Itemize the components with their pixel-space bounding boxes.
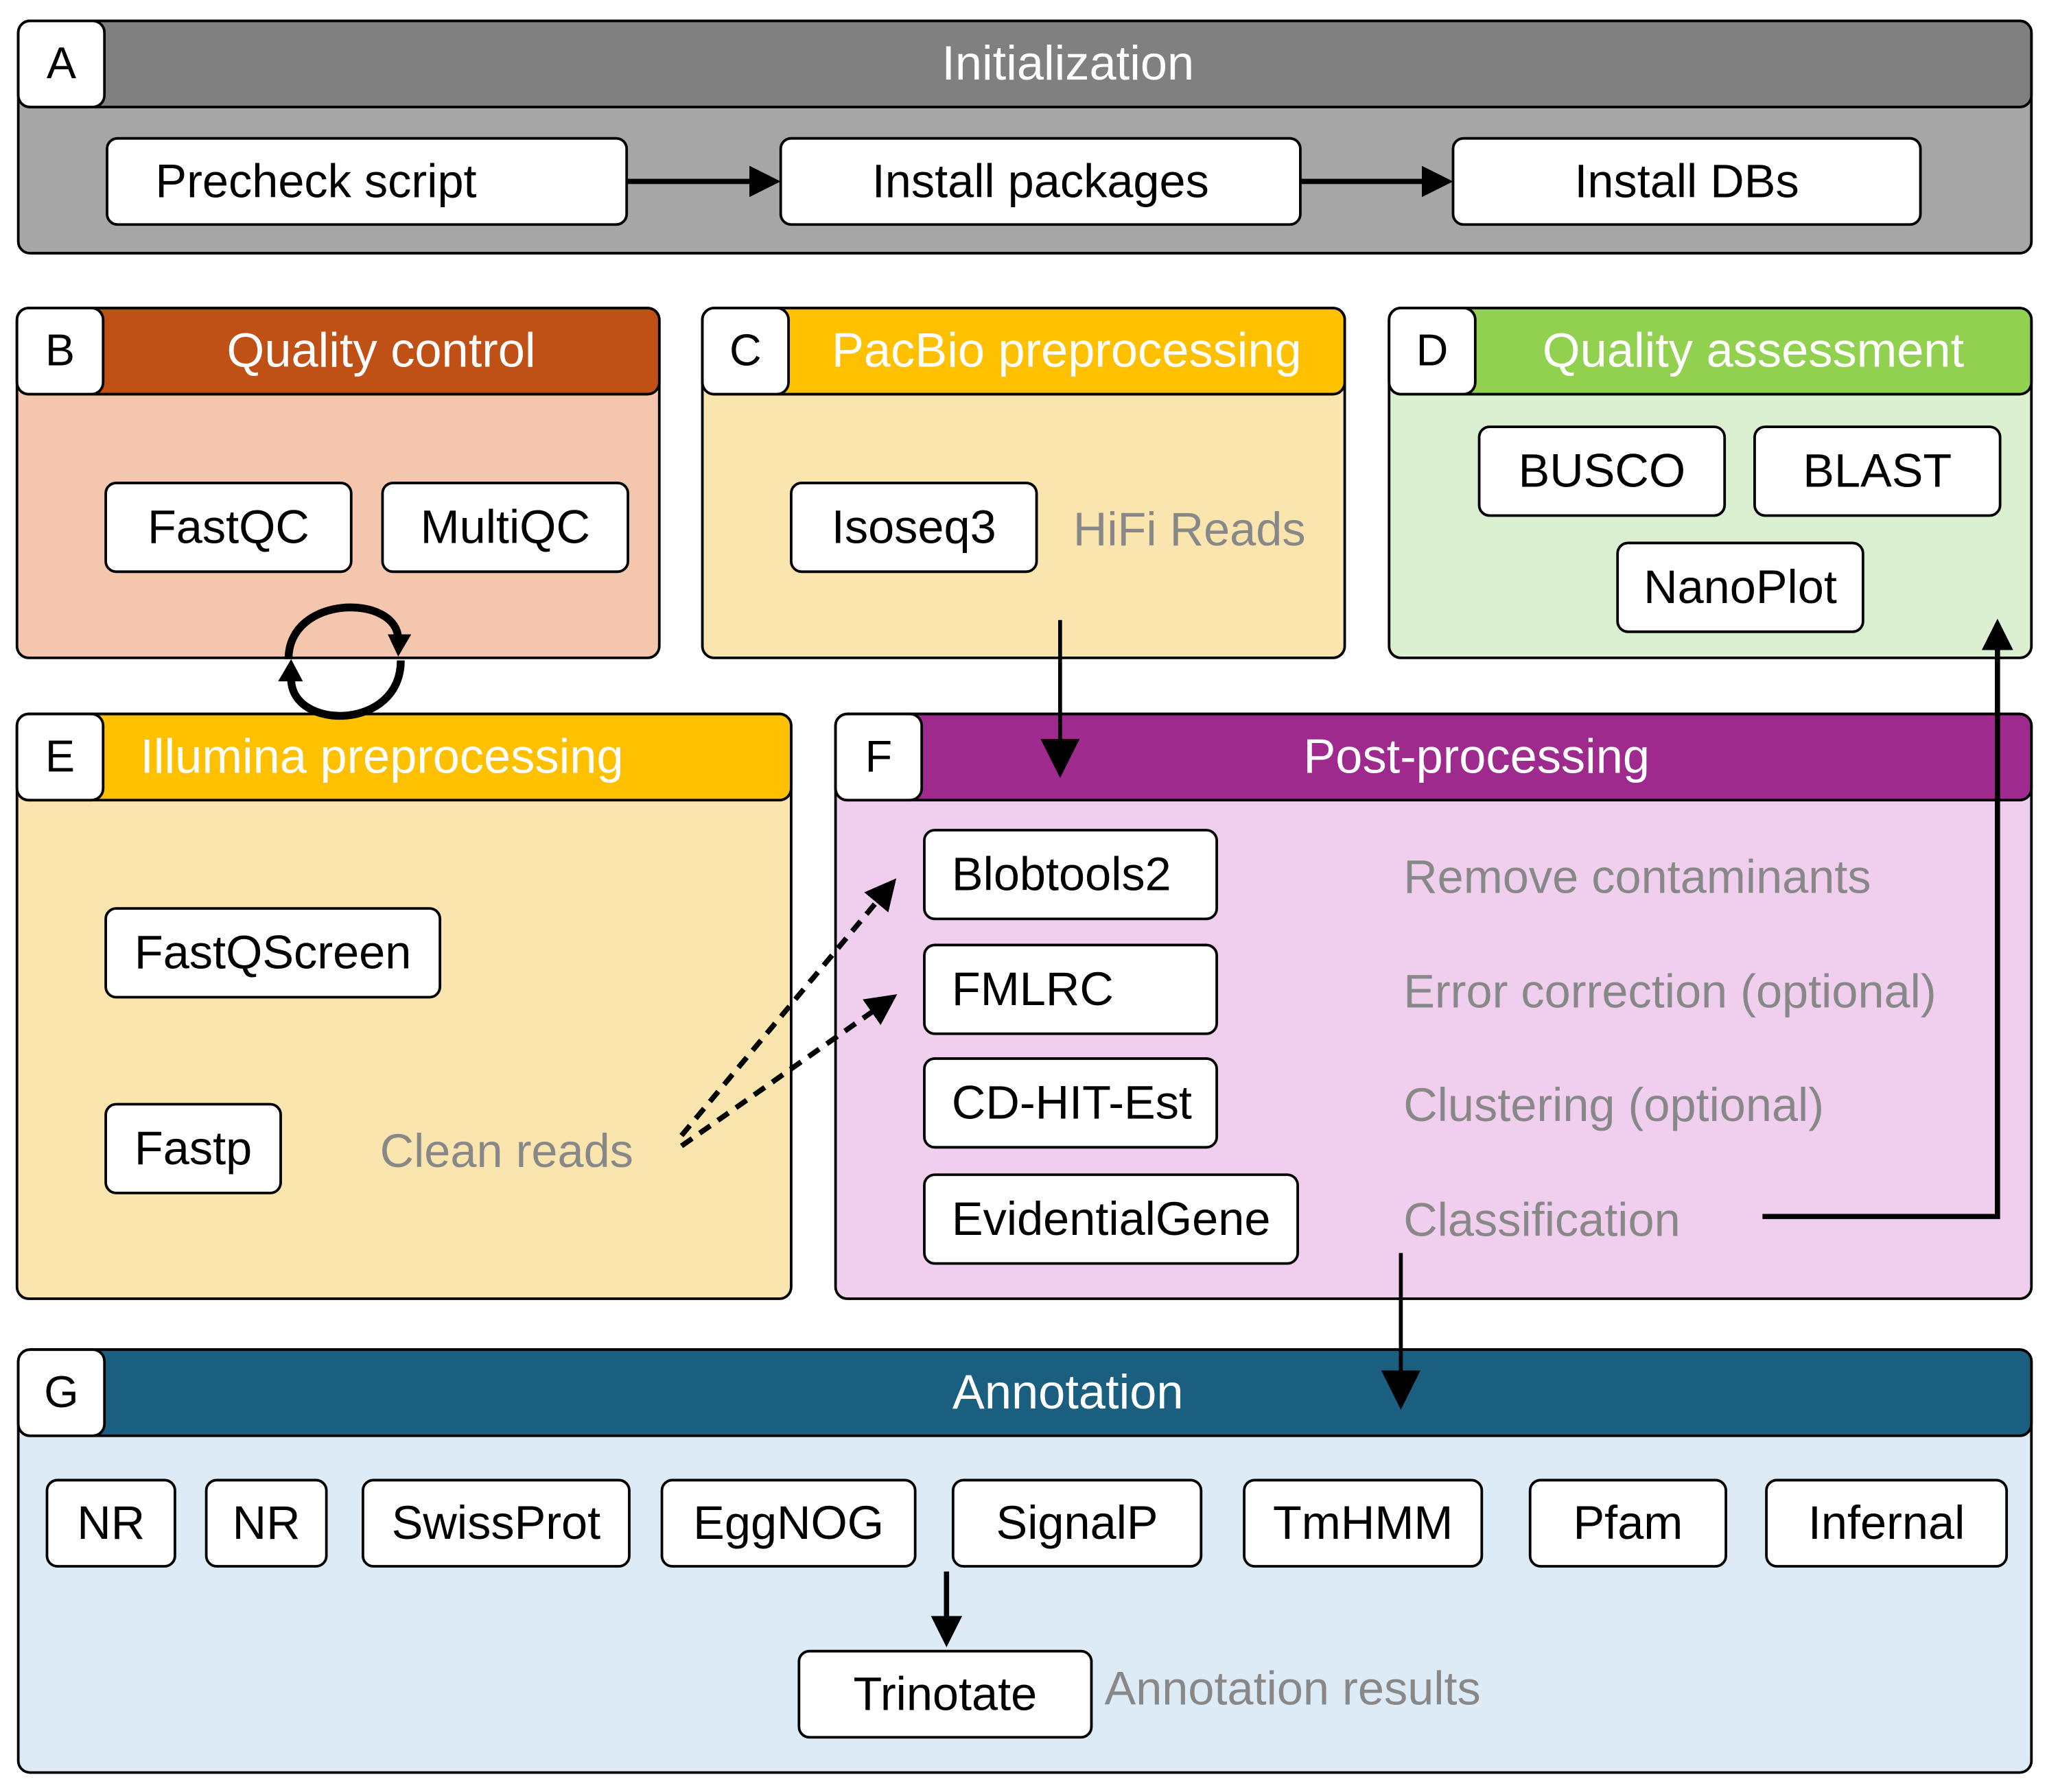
panel-quality-assessment: D Quality assessment BUSCO BLAST NanoPlo… [1388,307,2033,659]
panel-letter: A [16,19,106,108]
panel-letter: D [1388,307,1477,396]
step-note-error-correction: Error correction (optional) [1403,964,1937,1018]
panel-title: Illumina preprocessing [140,729,624,783]
db-pfam: Pfam [1528,1478,1728,1568]
panel-header [15,712,793,802]
panel-annotation: G Annotation NR NR SwissProt EggNOG Sign… [16,1348,2033,1774]
panel-letter: G [16,1348,106,1437]
step-note-classification: Classification [1403,1192,1681,1247]
panel-letter: C [701,307,791,396]
tool-signalp: SignalP [951,1478,1203,1568]
panel-letter: B [15,307,105,396]
step-precheck-script: Precheck script [106,137,629,226]
step-note-clustering: Clustering (optional) [1403,1078,1825,1132]
db-swissprot: SwissProt [361,1478,631,1568]
panel-letter: F [834,712,924,802]
tool-cd-hit-est: CD-HIT-Est [923,1057,1219,1149]
tool-busco: BUSCO [1477,425,1727,517]
panel-header [16,1348,2033,1437]
step-install-packages: Install packages [779,137,1302,226]
tool-tmhmm: TmHMM [1243,1478,1484,1568]
cycle-arrow-bottom-icon [287,660,405,720]
tool-trinotate: Trinotate [797,1649,1093,1739]
output-note-hifi-reads: HiFi Reads [1073,502,1306,556]
panel-title: Initialization [941,36,1195,91]
tool-fastp: Fastp [104,1103,282,1194]
tool-isoseq3: Isoseq3 [790,482,1038,574]
panel-title: Quality assessment [1542,323,1965,377]
panel-letter: E [15,712,105,802]
tool-infernal: Infernal [1765,1478,2009,1568]
panel-header [16,19,2033,108]
panel-initialization: A Initialization Precheck script Install… [16,19,2033,255]
panel-pacbio-preprocessing: C PacBio preprocessing Isoseq3 HiFi Read… [701,307,1346,659]
panel-title: Post-processing [1303,729,1650,783]
db-eggnog: EggNOG [660,1478,917,1568]
tool-blast: BLAST [1753,425,2002,517]
panel-title: PacBio preprocessing [831,323,1302,377]
tool-fastqscreen: FastQScreen [104,907,442,999]
step-install-dbs: Install DBs [1451,137,1922,226]
tool-evidentialgene: EvidentialGene [923,1173,1299,1265]
step-note-remove-contaminants: Remove contaminants [1403,849,1871,904]
tool-fastqc: FastQC [104,482,353,574]
db-nr: NR [204,1478,328,1568]
db-nr: NR [45,1478,176,1568]
cycle-arrowhead-bottom [278,659,303,682]
tool-multiqc: MultiQC [381,482,630,574]
tool-fmlrc: FMLRC [923,943,1219,1035]
output-note-annotation-results: Annotation results [1104,1661,1481,1715]
panel-illumina-preprocessing: E Illumina preprocessing FastQScreen Fas… [15,712,793,1300]
panel-post-processing: F Post-processing Blobtools2 FMLRC CD-HI… [834,712,2033,1300]
panel-header [15,307,661,396]
panel-title: Annotation [952,1365,1184,1419]
panel-header [1388,307,2033,396]
panel-header [701,307,1346,396]
tool-blobtools2: Blobtools2 [923,829,1219,921]
output-note-clean-reads: Clean reads [379,1124,633,1178]
panel-quality-control: B Quality control FastQC MultiQC [15,307,661,659]
panel-title: Quality control [226,323,536,377]
tool-nanoplot: NanoPlot [1616,541,1864,633]
